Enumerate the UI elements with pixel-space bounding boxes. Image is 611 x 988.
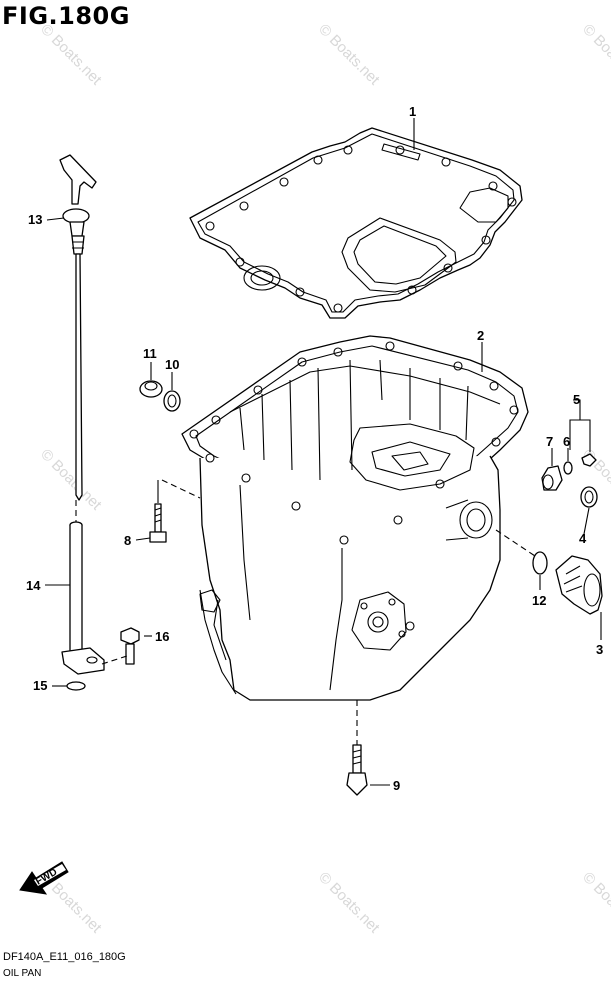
watermark: © Boats.net xyxy=(37,446,105,514)
part-o-ring-6 xyxy=(563,461,573,475)
callout-10: 10 xyxy=(165,357,179,372)
part-oil-pan xyxy=(181,335,529,701)
callout-8: 8 xyxy=(124,533,131,548)
watermark: © Boats.net xyxy=(315,21,383,89)
part-bolt-8 xyxy=(149,503,167,543)
part-drain-fitting-3 xyxy=(555,555,603,615)
figure-code: DF140A_E11_016_180G xyxy=(3,951,126,963)
part-bolt-16 xyxy=(120,627,140,665)
watermark: © Boats.net xyxy=(579,21,611,89)
callout-9: 9 xyxy=(393,778,400,793)
part-bolt-9 xyxy=(346,744,368,796)
part-gasket xyxy=(189,127,523,319)
leader-lines xyxy=(45,118,602,786)
callout-5: 5 xyxy=(573,392,580,407)
part-dipstick-guide xyxy=(61,521,105,675)
callout-16: 16 xyxy=(155,629,169,644)
callout-11: 11 xyxy=(143,346,157,361)
callout-12: 12 xyxy=(532,593,546,608)
watermark: © Boats.net xyxy=(37,21,105,89)
callout-6: 6 xyxy=(563,434,570,449)
part-o-ring-15 xyxy=(66,681,86,691)
callout-3: 3 xyxy=(596,642,603,657)
figure-title: FIG.180G xyxy=(2,2,130,30)
part-washer-10 xyxy=(163,390,181,412)
callout-15: 15 xyxy=(33,678,47,693)
callout-1: 1 xyxy=(409,104,416,119)
watermark: © Boats.net xyxy=(315,869,383,937)
figure-name: OIL PAN xyxy=(3,968,42,979)
callout-13: 13 xyxy=(28,212,42,227)
callout-numbers: 1 2 3 4 5 6 7 8 9 10 11 12 13 14 15 16 xyxy=(26,104,603,793)
part-dipstick xyxy=(59,154,97,501)
callout-2: 2 xyxy=(477,328,484,343)
watermark: © Boats.net xyxy=(579,869,611,937)
part-plug-11 xyxy=(139,380,163,398)
part-plug-4 xyxy=(580,486,598,508)
part-fitting-7 xyxy=(541,465,563,491)
part-o-ring-12 xyxy=(532,551,548,575)
callout-4: 4 xyxy=(579,531,587,546)
part-plug-5 xyxy=(581,453,597,467)
callout-7: 7 xyxy=(546,434,553,449)
callout-14: 14 xyxy=(26,578,41,593)
